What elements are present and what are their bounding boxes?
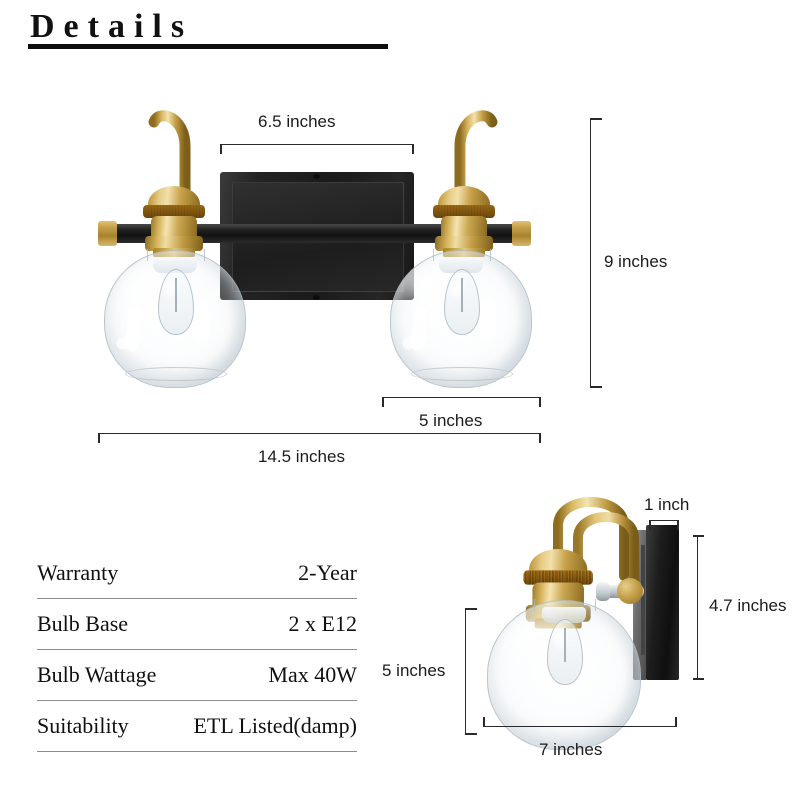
socket-fitter-right	[443, 248, 485, 257]
side-bulb-socket	[542, 607, 586, 623]
glass-globe-right	[390, 249, 532, 388]
socket-body-left	[151, 216, 197, 240]
bulb-filament-left	[175, 278, 177, 312]
spec-key: Suitability	[37, 713, 129, 738]
spec-value: Max 40W	[268, 662, 357, 687]
dim-bracket-overall-width	[98, 433, 541, 443]
gooseneck-arm-right	[454, 110, 498, 210]
dim-label-backplate-width: 6.5 inches	[258, 112, 336, 131]
table-row: Suitability ETL Listed(damp)	[37, 701, 357, 752]
globe-highlight-right-a	[411, 304, 429, 352]
glass-globe-left	[104, 249, 246, 388]
dim-bracket-overall-height	[590, 118, 602, 388]
spec-key: Bulb Wattage	[37, 662, 157, 687]
dim-bracket-shade-height	[465, 608, 477, 735]
side-wall-plate-seam	[641, 545, 645, 655]
socket-dome-left	[148, 186, 200, 212]
backplate-screw-bottom	[313, 295, 320, 300]
side-mount-stem	[600, 585, 644, 598]
spec-value: ETL Listed(damp)	[193, 713, 357, 738]
crossbar-end-cap-right	[512, 221, 531, 246]
side-lamp-socket	[519, 540, 597, 629]
side-wall-plate-edge	[633, 530, 647, 680]
dim-label-plate-height: 4.7 inches	[709, 596, 787, 615]
globe-bottom-rim-right	[410, 367, 514, 381]
globe-bottom-rim-left	[124, 367, 228, 381]
lamp-socket-right	[429, 178, 499, 257]
wall-backplate-inset-panel	[232, 182, 404, 292]
title-underline-rule	[28, 44, 388, 49]
globe-neck-right	[433, 249, 491, 261]
side-socket-knurled-ring	[523, 570, 593, 585]
side-mount-collar	[596, 582, 610, 601]
page-title: Details	[30, 8, 194, 45]
dim-label-overall-width: 14.5 inches	[258, 447, 345, 466]
bulb-filament-right	[461, 278, 463, 312]
side-socket-body	[532, 582, 584, 610]
socket-fitter-left	[153, 248, 195, 257]
bulb-left	[158, 269, 194, 335]
globe-highlight-left-b	[190, 299, 211, 341]
globe-highlight-right-b	[476, 299, 497, 341]
table-row: Warranty 2-Year	[37, 548, 357, 599]
spec-key: Warranty	[37, 560, 119, 585]
specification-table: Warranty 2-Year Bulb Base 2 x E12 Bulb W…	[37, 548, 357, 752]
dim-label-extension: 7 inches	[539, 740, 603, 759]
globe-highlight-right-c	[400, 330, 430, 352]
gooseneck-arm-left	[148, 110, 191, 210]
bulb-right	[444, 269, 480, 335]
wall-backplate	[220, 172, 414, 300]
socket-collar-right	[435, 236, 493, 251]
side-glass-globe	[487, 599, 641, 750]
socket-collar-left	[145, 236, 203, 251]
table-row: Bulb Base 2 x E12	[37, 599, 357, 650]
side-socket-collar	[525, 604, 591, 622]
side-mount-knob	[617, 578, 643, 604]
bulb-socket-left	[153, 257, 197, 273]
dim-label-shade-width: 5 inches	[419, 411, 483, 430]
globe-highlight-left-a	[125, 304, 143, 352]
socket-dome-right	[438, 186, 490, 212]
side-wall-plate	[646, 525, 679, 680]
dim-bracket-plate-height	[693, 535, 704, 680]
dim-label-shade-height: 5 inches	[382, 661, 446, 680]
table-row: Bulb Wattage Max 40W	[37, 650, 357, 701]
socket-knurled-ring-right	[433, 205, 495, 218]
side-socket-fitter	[534, 618, 582, 629]
socket-knurled-ring-left	[143, 205, 205, 218]
dim-bracket-shade-width	[382, 397, 541, 407]
dim-label-overall-height: 9 inches	[604, 252, 668, 271]
dim-bracket-backplate-width	[220, 144, 414, 154]
spec-key: Bulb Base	[37, 611, 129, 636]
side-bulb-filament	[564, 628, 566, 662]
dim-bracket-extension	[483, 717, 677, 727]
spec-value: 2 x E12	[288, 611, 357, 636]
globe-neck-left	[147, 249, 205, 261]
dim-bracket-plate-depth	[649, 520, 679, 530]
side-bulb	[547, 619, 583, 685]
lamp-socket-left	[139, 178, 209, 257]
crossbar-end-cap-left	[98, 221, 117, 246]
bulb-socket-right	[439, 257, 483, 273]
spec-value: 2-Year	[298, 560, 357, 585]
socket-body-right	[441, 216, 487, 240]
dim-label-plate-depth: 1 inch	[644, 495, 690, 514]
horizontal-crossbar	[108, 224, 520, 243]
side-globe-neck	[533, 599, 597, 611]
side-socket-dome	[529, 548, 588, 579]
globe-highlight-left-c	[114, 330, 144, 352]
backplate-screw-top	[313, 174, 320, 179]
